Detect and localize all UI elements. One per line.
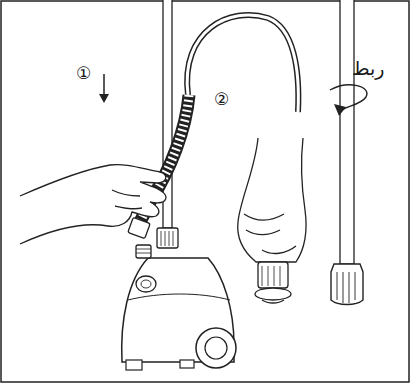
steamer-base xyxy=(122,245,236,370)
pole-nut xyxy=(331,264,363,305)
nozzle-thread xyxy=(136,249,151,253)
tube-outline xyxy=(187,15,298,112)
tube-arc xyxy=(187,15,298,112)
base-body xyxy=(122,258,234,362)
connector-thread xyxy=(262,300,284,303)
knob xyxy=(136,276,156,292)
connector xyxy=(258,262,288,288)
base-foot xyxy=(126,360,142,370)
arrow-head xyxy=(99,94,109,103)
base-foot xyxy=(180,360,194,368)
down-arrow xyxy=(99,74,109,103)
left-hand xyxy=(20,165,166,244)
wheel-hub xyxy=(205,337,227,359)
connector-flange xyxy=(255,288,291,300)
tighten-arrow xyxy=(330,85,367,112)
pole xyxy=(157,0,178,248)
pole-nut xyxy=(157,228,178,248)
pole-detail xyxy=(330,0,367,305)
arrow-shaft xyxy=(103,74,105,96)
outlet-nozzle xyxy=(136,245,151,258)
wheel xyxy=(196,328,236,368)
tube-inner xyxy=(187,15,298,112)
connector-ridges xyxy=(262,266,280,286)
knob-center xyxy=(141,280,151,288)
callout-number: ① xyxy=(76,64,91,83)
hand-outline xyxy=(238,138,306,262)
tighten-arrow-head xyxy=(334,104,346,116)
finger-lines xyxy=(112,190,142,209)
nut-ridges xyxy=(337,272,355,303)
base-seam xyxy=(128,294,230,300)
finger-lines xyxy=(244,214,296,253)
step-label: ربط xyxy=(352,58,385,79)
nut-ridges xyxy=(161,231,173,246)
hand-outline xyxy=(20,165,166,244)
hose-connector xyxy=(128,217,150,238)
callout-number: ② xyxy=(214,90,229,109)
right-hand xyxy=(238,138,306,303)
pole-tube xyxy=(340,0,354,264)
